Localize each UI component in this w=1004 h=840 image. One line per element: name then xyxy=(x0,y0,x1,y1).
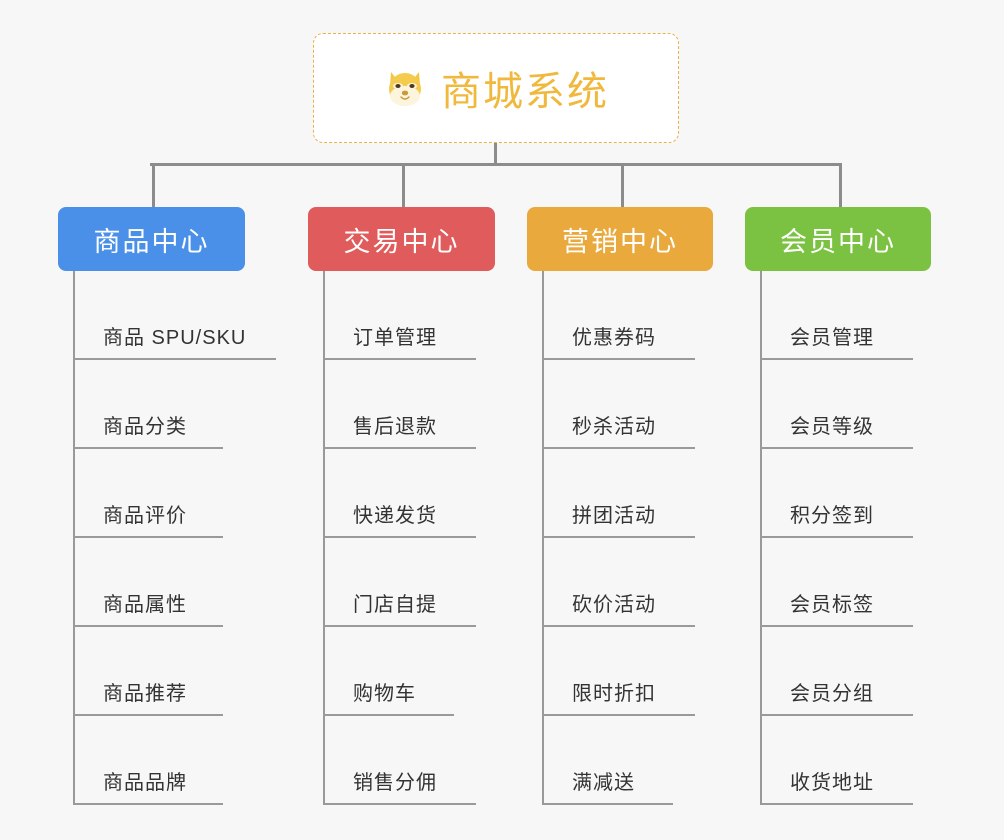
leaf-item-label: 商品评价 xyxy=(103,505,187,527)
leaf-item-underline xyxy=(73,447,223,449)
leaf-item-underline xyxy=(323,714,454,716)
leaf-item-label: 砍价活动 xyxy=(572,594,656,616)
leaf-item-label: 会员分组 xyxy=(790,683,874,705)
leaf-item[interactable]: 商品分类 xyxy=(73,360,223,449)
leaf-item-underline xyxy=(73,803,223,805)
leaf-item-label: 门店自提 xyxy=(353,594,437,616)
trunk-line-3 xyxy=(542,271,544,805)
leaf-item-label: 快递发货 xyxy=(353,505,437,527)
leaf-item[interactable]: 会员分组 xyxy=(760,627,913,716)
leaf-item-label: 满减送 xyxy=(572,772,635,794)
leaf-item[interactable]: 商品品牌 xyxy=(73,716,223,805)
leaf-item[interactable]: 商品推荐 xyxy=(73,627,223,716)
connector-root-stem xyxy=(494,143,497,165)
leaf-item-label: 售后退款 xyxy=(353,416,437,438)
leaf-item-label: 积分签到 xyxy=(790,505,874,527)
leaf-item-label: 限时折扣 xyxy=(572,683,656,705)
leaf-item[interactable]: 订单管理 xyxy=(323,271,476,360)
connector-drop-2 xyxy=(402,163,405,207)
leaf-item-underline xyxy=(760,447,913,449)
leaf-item-label: 商品品牌 xyxy=(103,772,187,794)
category-card-2[interactable]: 交易中心 xyxy=(308,207,495,271)
leaf-item[interactable]: 秒杀活动 xyxy=(542,360,695,449)
connector-horizontal-bus xyxy=(150,163,839,166)
leaf-item-underline xyxy=(542,536,695,538)
leaf-item-label: 会员等级 xyxy=(790,416,874,438)
leaf-item-underline xyxy=(73,536,223,538)
category-card-4[interactable]: 会员中心 xyxy=(745,207,931,271)
category-card-label: 商品中心 xyxy=(93,226,210,257)
leaf-item[interactable]: 售后退款 xyxy=(323,360,476,449)
leaf-item-underline xyxy=(760,714,913,716)
leaf-item[interactable]: 限时折扣 xyxy=(542,627,695,716)
leaf-item[interactable]: 商品评价 xyxy=(73,449,223,538)
leaf-item-underline xyxy=(323,536,476,538)
leaf-item[interactable]: 拼团活动 xyxy=(542,449,695,538)
leaf-item-underline xyxy=(323,447,476,449)
leaf-item[interactable]: 优惠券码 xyxy=(542,271,695,360)
leaf-item-underline xyxy=(323,358,476,360)
leaf-item[interactable]: 销售分佣 xyxy=(323,716,476,805)
category-card-label: 营销中心 xyxy=(562,226,678,257)
leaf-item-underline xyxy=(542,447,695,449)
leaf-item-label: 拼团活动 xyxy=(572,505,656,527)
leaf-item-label: 会员管理 xyxy=(790,327,874,349)
leaf-item[interactable]: 购物车 xyxy=(323,627,454,716)
leaf-item-underline xyxy=(542,358,695,360)
leaf-item-label: 购物车 xyxy=(353,683,416,705)
leaf-item[interactable]: 会员标签 xyxy=(760,538,913,627)
leaf-item[interactable]: 商品属性 xyxy=(73,538,223,627)
leaf-item[interactable]: 会员管理 xyxy=(760,271,913,360)
leaf-item[interactable]: 商品 SPU/SKU xyxy=(73,271,276,360)
leaf-item[interactable]: 砍价活动 xyxy=(542,538,695,627)
leaf-item[interactable]: 积分签到 xyxy=(760,449,913,538)
leaf-item-label: 收货地址 xyxy=(790,772,874,794)
leaf-item-underline xyxy=(73,714,223,716)
leaf-item-label: 商品分类 xyxy=(103,416,187,438)
leaf-item-label: 会员标签 xyxy=(790,594,874,616)
leaf-item[interactable]: 满减送 xyxy=(542,716,673,805)
leaf-item[interactable]: 收货地址 xyxy=(760,716,913,805)
leaf-item-label: 订单管理 xyxy=(353,327,437,349)
leaf-item-label: 优惠券码 xyxy=(572,327,656,349)
leaf-item-underline xyxy=(760,803,913,805)
leaf-item[interactable]: 门店自提 xyxy=(323,538,476,627)
category-card-label: 会员中心 xyxy=(780,226,896,257)
leaf-item-label: 商品 SPU/SKU xyxy=(103,327,247,349)
trunk-line-4 xyxy=(760,271,762,805)
leaf-item-label: 商品属性 xyxy=(103,594,187,616)
leaf-item-underline xyxy=(760,536,913,538)
trunk-line-2 xyxy=(323,271,325,805)
leaf-item-underline xyxy=(760,625,913,627)
leaf-item-underline xyxy=(73,358,276,360)
shiba-dog-face-icon xyxy=(383,66,427,110)
root-node-shop-system[interactable]: 商城系统 xyxy=(313,33,679,143)
leaf-item[interactable]: 快递发货 xyxy=(323,449,476,538)
category-card-1[interactable]: 商品中心 xyxy=(58,207,245,271)
leaf-item-label: 秒杀活动 xyxy=(572,416,656,438)
leaf-item-underline xyxy=(542,803,673,805)
category-card-label: 交易中心 xyxy=(343,226,460,257)
leaf-item[interactable]: 会员等级 xyxy=(760,360,913,449)
trunk-line-1 xyxy=(73,271,75,805)
category-card-3[interactable]: 营销中心 xyxy=(527,207,713,271)
connector-drop-4 xyxy=(839,163,842,207)
leaf-item-underline xyxy=(73,625,223,627)
leaf-item-label: 商品推荐 xyxy=(103,683,187,705)
leaf-item-underline xyxy=(323,625,476,627)
connector-drop-1 xyxy=(152,163,155,207)
leaf-item-underline xyxy=(760,358,913,360)
connector-drop-3 xyxy=(621,163,624,207)
leaf-item-underline xyxy=(542,625,695,627)
leaf-item-label: 销售分佣 xyxy=(353,772,437,794)
leaf-item-underline xyxy=(323,803,476,805)
root-node-title: 商城系统 xyxy=(441,70,609,114)
leaf-item-underline xyxy=(542,714,695,716)
